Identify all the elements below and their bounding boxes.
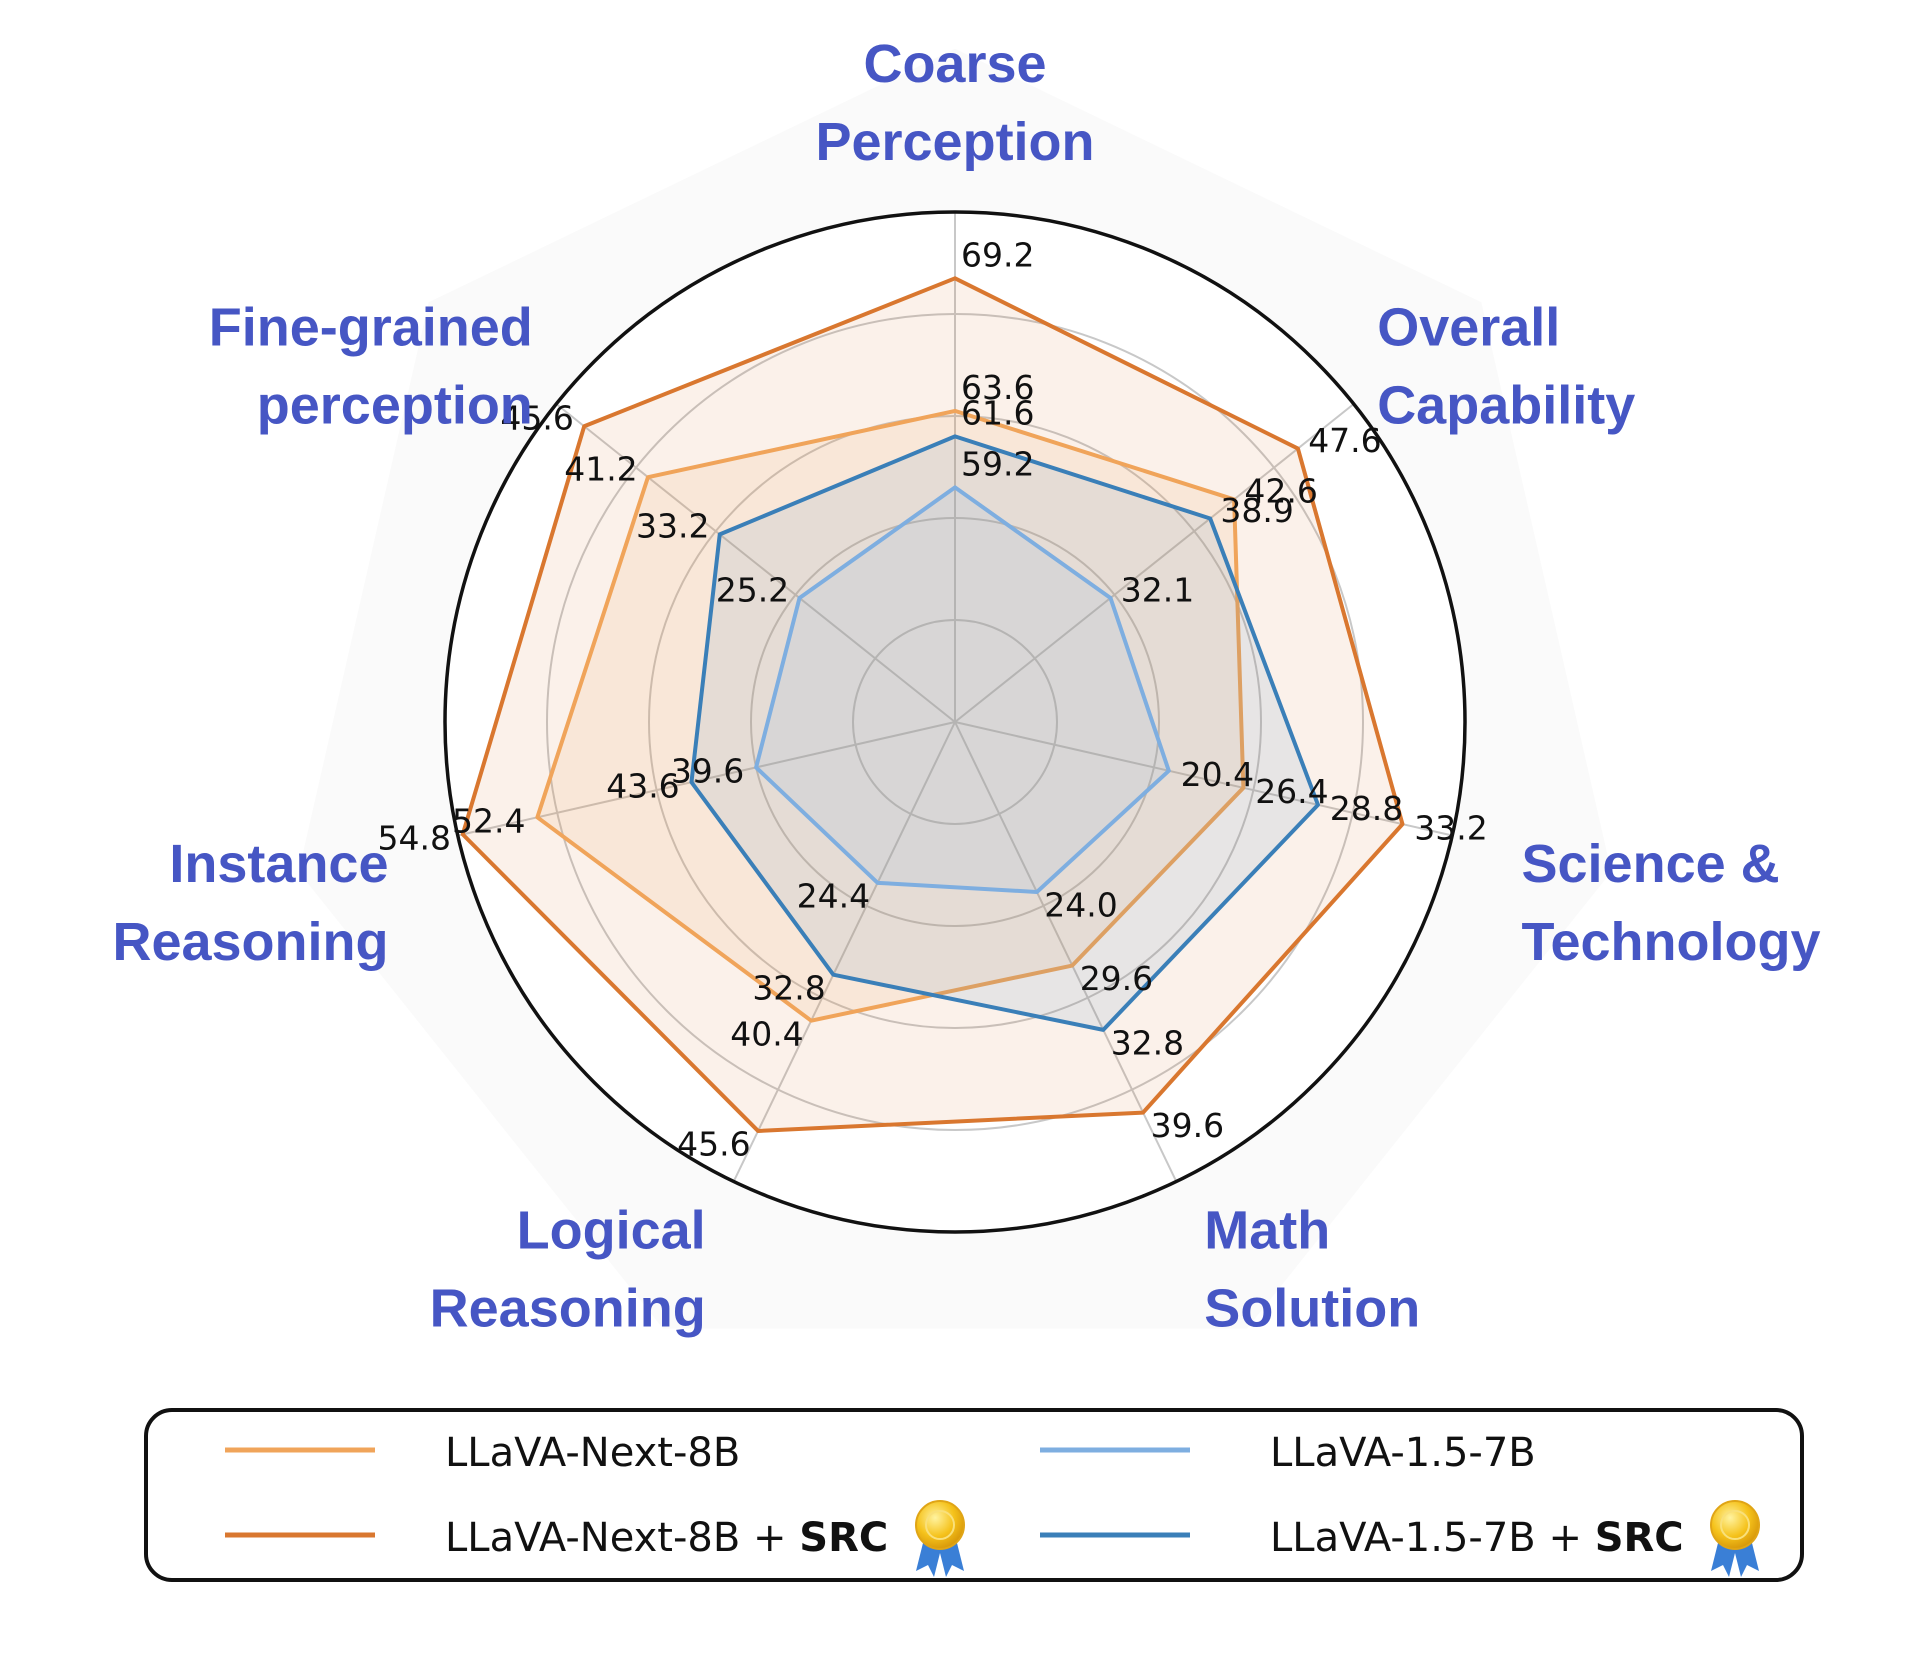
axis-label-line: Instance bbox=[169, 834, 388, 894]
series-polygon-1 bbox=[535, 408, 1246, 1023]
series-polygon-4 bbox=[689, 434, 1320, 1032]
value-label: 43.6 bbox=[606, 766, 679, 805]
value-label: 40.4 bbox=[730, 1014, 803, 1053]
value-label: 24.0 bbox=[1044, 886, 1117, 925]
axis-label-line: Fine-grained bbox=[209, 297, 533, 357]
outer-ring bbox=[443, 210, 1467, 1234]
value-label: 33.2 bbox=[636, 507, 709, 546]
value-label: 28.8 bbox=[1330, 789, 1403, 828]
value-label: 39.6 bbox=[1151, 1106, 1224, 1145]
axis-label-3: Science & Technology bbox=[1522, 834, 1821, 972]
medal-inner-ring bbox=[925, 1510, 955, 1540]
grid-spoke-5 bbox=[732, 721, 956, 1182]
value-label: 54.8 bbox=[378, 819, 451, 858]
value-label: 69.2 bbox=[961, 235, 1034, 274]
award-medal-icon bbox=[915, 1500, 965, 1577]
medal-disc bbox=[1710, 1500, 1760, 1550]
value-label: 38.9 bbox=[1220, 491, 1293, 530]
axis-label-line: perception bbox=[257, 375, 533, 435]
value-label: 26.4 bbox=[1255, 772, 1328, 811]
legend-label-main: LLaVA-1.5-7B + bbox=[1270, 1515, 1595, 1561]
value-label: 63.6 bbox=[961, 368, 1034, 407]
axis-label-line: Reasoning bbox=[112, 912, 388, 972]
axis-label-line: Perception bbox=[815, 112, 1094, 172]
axis-label-line: Logical bbox=[517, 1201, 706, 1261]
value-label: 47.6 bbox=[1308, 421, 1381, 460]
axis-label-line: Technology bbox=[1522, 912, 1821, 972]
grid-spoke-2 bbox=[954, 403, 1355, 723]
value-label: 52.4 bbox=[452, 801, 525, 840]
axis-label-line: Solution bbox=[1204, 1279, 1420, 1339]
grid-spoke-6 bbox=[457, 721, 956, 837]
series-polygon-3 bbox=[754, 485, 1171, 895]
axis-label-line: Capability bbox=[1377, 375, 1635, 435]
value-label: 42.6 bbox=[1244, 472, 1317, 511]
value-label: 59.2 bbox=[961, 444, 1034, 483]
axis-label-line: Coarse bbox=[863, 34, 1046, 94]
value-label: 25.2 bbox=[716, 570, 789, 609]
value-label: 32.8 bbox=[752, 968, 825, 1007]
medal-disc bbox=[915, 1500, 965, 1550]
grid-spoke-4 bbox=[954, 721, 1178, 1182]
legend-label-bold: SRC bbox=[799, 1515, 888, 1561]
value-label: 32.1 bbox=[1121, 570, 1194, 609]
series-polygon-2 bbox=[460, 276, 1405, 1133]
value-label: 29.6 bbox=[1080, 959, 1153, 998]
value-label: 39.6 bbox=[671, 752, 744, 791]
axis-label-7: Fine-grained perception bbox=[209, 297, 533, 435]
legend-label-bold: SRC bbox=[1595, 1515, 1684, 1561]
value-label: 45.6 bbox=[500, 399, 573, 438]
value-label: 33.2 bbox=[1414, 808, 1487, 847]
value-label: 24.4 bbox=[797, 876, 870, 915]
legend-label-2: LLaVA-Next-8B + SRC bbox=[445, 1515, 888, 1561]
legend-label-main: LLaVA-Next-8B + bbox=[445, 1515, 799, 1561]
value-label: 61.6 bbox=[961, 393, 1034, 432]
axis-label-line: Reasoning bbox=[430, 1279, 706, 1339]
axis-label-line: Math bbox=[1204, 1201, 1330, 1261]
award-medal-icon bbox=[1710, 1500, 1760, 1577]
legend-box bbox=[144, 1408, 1804, 1582]
grid-spoke-7 bbox=[555, 403, 956, 723]
value-labels: 63.6 42.6 26.4 29.6 40.4 52.4 41.2 69.2 47.6 33.2… bbox=[378, 235, 1488, 1163]
legend-label-1: LLaVA-Next-8B bbox=[445, 1430, 740, 1476]
axis-label-line: Overall bbox=[1377, 297, 1560, 357]
value-label: 20.4 bbox=[1181, 755, 1254, 794]
value-label: 32.8 bbox=[1111, 1024, 1184, 1063]
value-label: 41.2 bbox=[564, 449, 637, 488]
value-label: 45.6 bbox=[677, 1125, 750, 1164]
grid-spoke-3 bbox=[954, 721, 1453, 837]
series-layer bbox=[460, 276, 1405, 1133]
medal-inner-ring bbox=[1720, 1510, 1750, 1540]
axis-label-line: Science & bbox=[1522, 834, 1780, 894]
legend-label-3: LLaVA-1.5-7B bbox=[1270, 1430, 1536, 1476]
legend-label-4: LLaVA-1.5-7B + SRC bbox=[1270, 1515, 1684, 1561]
